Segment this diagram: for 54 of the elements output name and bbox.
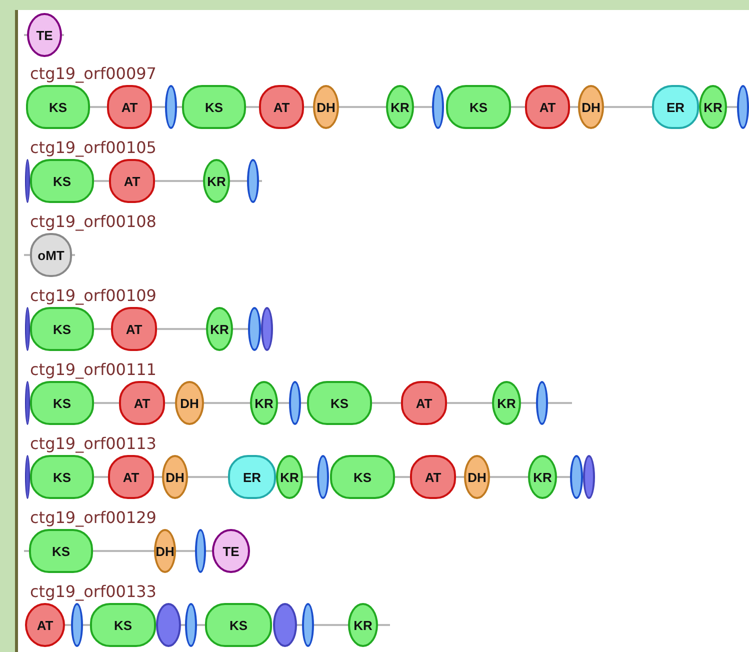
gene-backbone-line	[94, 328, 111, 330]
gene-backbone-line	[511, 106, 525, 108]
gene-backbone-line	[372, 402, 401, 404]
gene-backbone-line	[230, 180, 247, 182]
gene-name: ctg19_orf00133	[30, 582, 156, 601]
gene-backbone-line	[152, 106, 165, 108]
gene-backbone-line	[206, 550, 212, 552]
gene-backbone-line	[456, 476, 464, 478]
gene-backbone-line	[197, 624, 205, 626]
gene-name: ctg19_orf00108	[30, 212, 156, 231]
gene-name: ctg19_orf00113	[30, 434, 156, 453]
gene-backbone-line	[83, 624, 90, 626]
gene-backbone-line	[165, 402, 175, 404]
gene-backbone-line	[233, 328, 248, 330]
gene-backbone-line	[246, 106, 259, 108]
gene-backbone-line	[94, 402, 119, 404]
gene-backbone-line	[176, 550, 195, 552]
gene-backbone-line	[65, 624, 71, 626]
gene-backbone-line	[557, 476, 570, 478]
docking-domain	[25, 455, 30, 499]
gene-backbone-line	[188, 476, 228, 478]
gene-name: ctg19_orf00097	[30, 64, 156, 83]
gene-backbone-line	[339, 106, 386, 108]
gene-backbone-line	[155, 180, 203, 182]
gene-backbone-line	[297, 624, 302, 626]
gene-backbone-line	[570, 106, 578, 108]
gene-backbone-line	[181, 624, 185, 626]
gene-backbone-line	[204, 402, 250, 404]
gene-backbone-line	[304, 106, 313, 108]
gene-name: ctg19_orf00105	[30, 138, 156, 157]
gene-backbone-line	[447, 402, 492, 404]
gene-backbone-line	[414, 106, 432, 108]
gene-backbone-line	[177, 106, 182, 108]
gene-backbone-line	[157, 328, 206, 330]
docking-domain	[25, 381, 30, 425]
gene-backbone-line	[301, 402, 307, 404]
gene-backbone-line	[314, 624, 348, 626]
docking-domain	[25, 307, 30, 351]
gene-backbone-line	[395, 476, 410, 478]
gene-backbone-line	[90, 106, 107, 108]
gene-backbone-line	[303, 476, 317, 478]
gene-backbone-line	[154, 476, 162, 478]
gene-name: ctg19_orf00129	[30, 508, 156, 527]
gene-backbone-line	[604, 106, 652, 108]
gene-backbone-line	[727, 106, 737, 108]
gene-backbone-line	[93, 550, 154, 552]
gene-backbone-line	[94, 476, 108, 478]
gene-name: ctg19_orf00111	[30, 360, 156, 379]
gene-backbone-line	[278, 402, 289, 404]
gene-backbone-line	[521, 402, 536, 404]
gene-backbone-line	[94, 180, 109, 182]
docking-domain	[25, 159, 30, 203]
gene-backbone-line	[490, 476, 528, 478]
gene-name: ctg19_orf00109	[30, 286, 156, 305]
